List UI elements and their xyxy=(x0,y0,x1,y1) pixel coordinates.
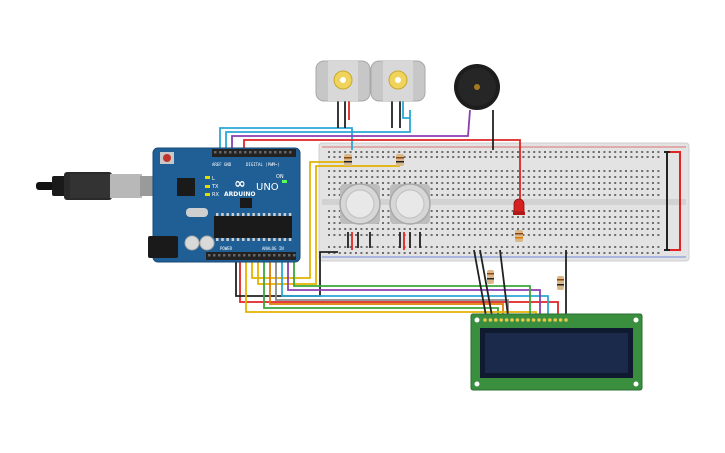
resistor-sensor-2 xyxy=(396,154,404,166)
label-digital-header: DIGITAL (PWM~) xyxy=(246,162,280,167)
label-model: UNO xyxy=(256,182,279,193)
piezo-buzzer xyxy=(454,64,500,110)
breadboard xyxy=(318,142,690,262)
red-led xyxy=(513,198,525,215)
label-l: L xyxy=(212,176,215,182)
label-tx: TX xyxy=(211,184,219,190)
resistors xyxy=(344,154,564,290)
reset-button-icon xyxy=(163,154,171,162)
motor-shaft-icon xyxy=(340,77,346,83)
resistor-sensor-1 xyxy=(344,154,352,166)
motor-shaft-icon xyxy=(395,77,401,83)
wire-red-power xyxy=(239,262,559,316)
usb-cable-icon xyxy=(36,172,154,200)
wire-green-lcd xyxy=(293,262,531,316)
arduino-logo-icon: ∞ xyxy=(234,176,246,192)
buzzer-hole-icon xyxy=(474,84,480,90)
wire-blue-motor2 xyxy=(225,110,411,150)
wire-red-top xyxy=(243,139,521,206)
lcd-16x2 xyxy=(470,313,643,391)
gas-sensor-2 xyxy=(389,183,431,225)
label-brand: ARDUINO xyxy=(224,191,255,198)
dc-motor-1 xyxy=(315,60,371,102)
label-rx: RX xyxy=(212,192,219,198)
label-gnd: GND xyxy=(224,162,232,167)
resistor-lcd-1 xyxy=(487,270,494,284)
wire-purple-buzzer xyxy=(231,109,471,150)
dc-motor-2 xyxy=(370,60,426,102)
wire-blue-motor1 xyxy=(219,127,353,150)
breadboard-holes xyxy=(328,151,660,254)
resistor-led xyxy=(515,230,523,242)
label-power-header: POWER xyxy=(220,246,233,251)
resistor-lcd-2 xyxy=(557,276,564,290)
label-aref: AREF xyxy=(212,162,222,167)
label-analog-header: ANALOG IN xyxy=(262,246,284,251)
power-jack-icon xyxy=(148,236,178,258)
arduino-uno: L TX RX ON ∞ ARDUINO UNO DIGITAL (PWM~) … xyxy=(36,147,301,263)
label-on: ON xyxy=(276,174,284,180)
gas-sensor-1 xyxy=(339,183,381,225)
